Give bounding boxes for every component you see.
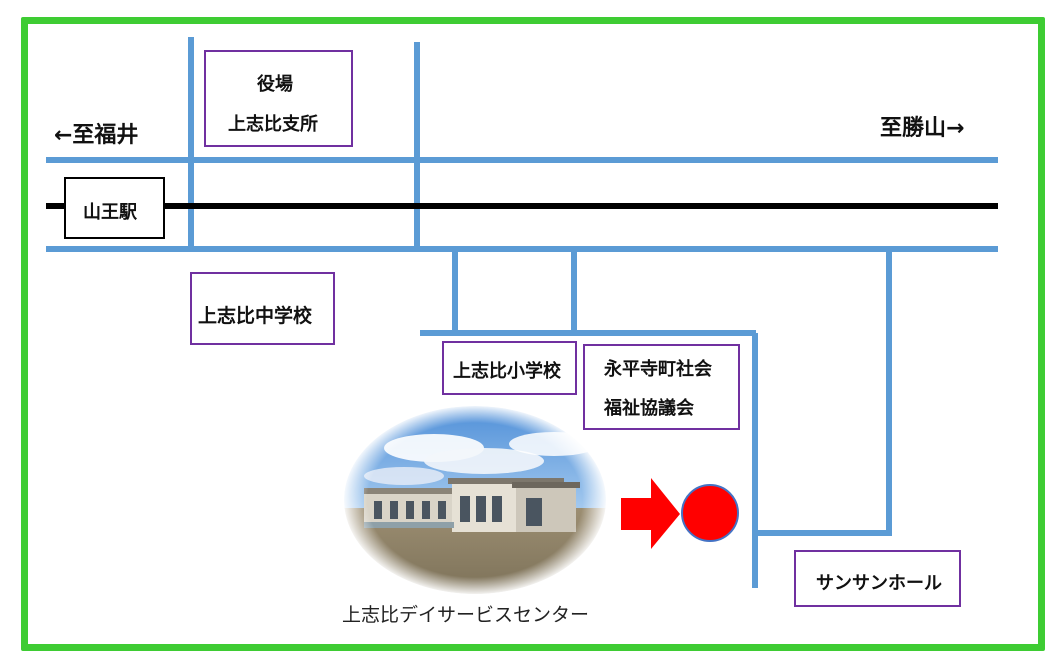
welfare-council-box: 永平寺町社会 福祉協議会 — [583, 344, 740, 430]
city-office-label-line1: 役場 — [257, 74, 293, 95]
map-frame — [21, 17, 1045, 651]
road-vertical-mid — [414, 42, 420, 249]
elementary-box: 上志比小学校 — [442, 341, 577, 395]
building-photo-illustration — [344, 406, 606, 594]
junior-high-label: 上志比中学校 — [198, 305, 313, 327]
station-box: 山王駅 — [64, 177, 165, 239]
welfare-council-label-line2: 福祉協議会 — [604, 398, 694, 419]
hall-label: サンサンホール — [816, 573, 942, 594]
road-branch-a — [452, 249, 458, 333]
direction-right-label: 至勝山→ — [880, 116, 965, 141]
building-photo — [344, 406, 606, 594]
road-branch-b — [571, 249, 577, 333]
road-lower-horizontal — [46, 246, 998, 252]
city-office-box: 役場 上志比支所 — [204, 50, 353, 147]
road-school-street — [420, 330, 756, 336]
destination-caption: 上志比デイサービスセンター — [342, 604, 590, 626]
welfare-council-label-line1: 永平寺町社会 — [604, 359, 712, 380]
city-office-label-line2: 上志比支所 — [228, 114, 318, 135]
road-vertical-main-south — [752, 333, 758, 588]
road-vertical-left — [188, 37, 194, 249]
direction-left-label: ←至福井 — [54, 123, 139, 148]
road-vertical-right — [886, 249, 892, 533]
railway-line — [46, 203, 998, 209]
hall-box: サンサンホール — [794, 550, 961, 607]
station-name: 山王駅 — [83, 202, 137, 223]
elementary-label: 上志比小学校 — [453, 361, 561, 382]
road-hall-connector — [755, 530, 892, 536]
junior-high-box: 上志比中学校 — [190, 272, 335, 345]
road-upper-horizontal — [46, 157, 998, 163]
